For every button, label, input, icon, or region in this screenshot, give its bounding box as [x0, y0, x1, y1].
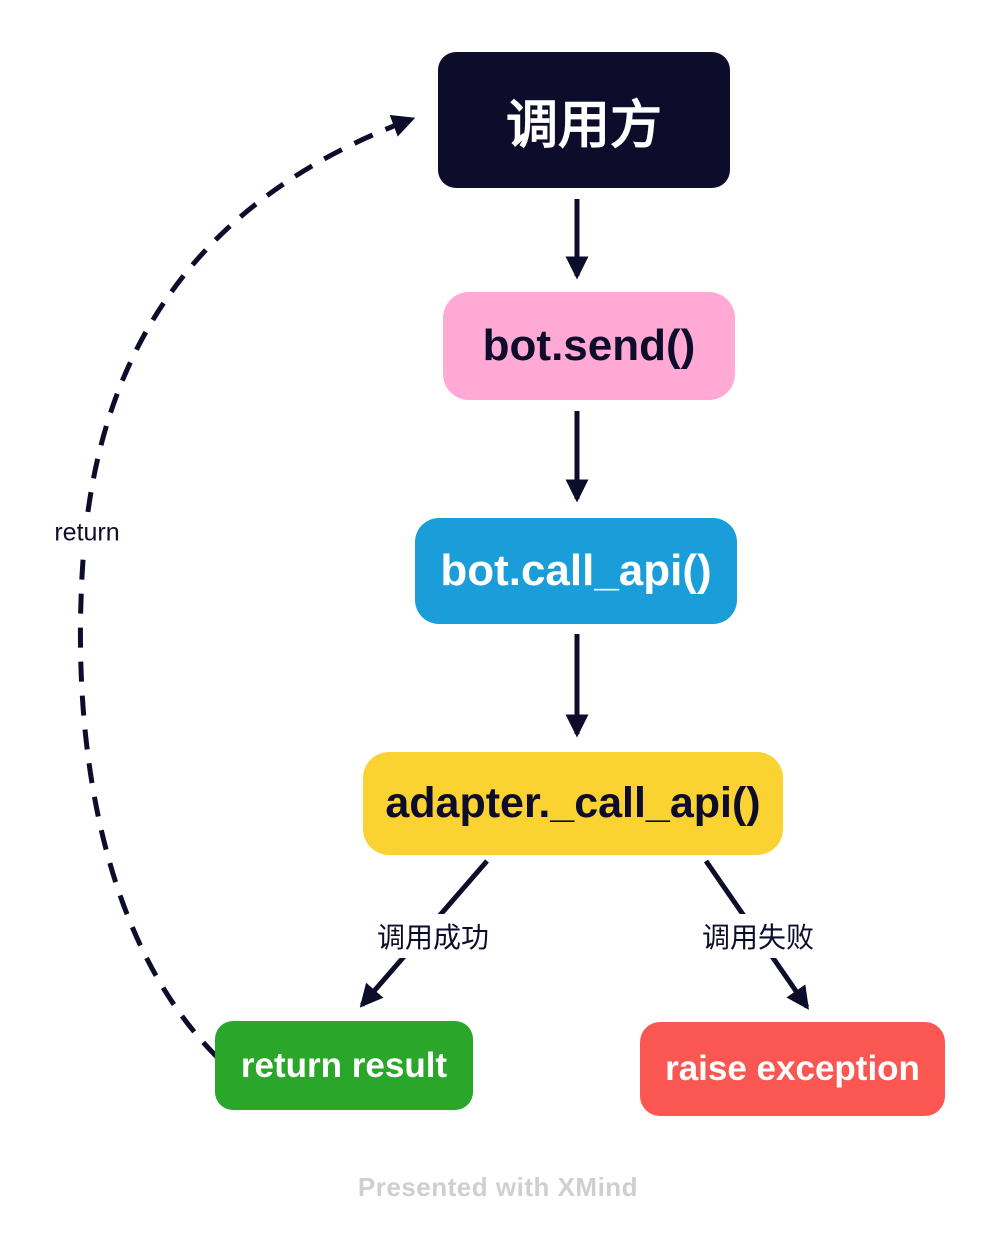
xmind-watermark: Presented with XMind [357, 1172, 639, 1202]
node-bot-send-label: bot.send() [482, 321, 696, 370]
node-bot-call-api[interactable]: bot.call_api() [415, 518, 737, 624]
node-raise-exception[interactable]: raise exception [640, 1022, 945, 1116]
node-bot-call-api-label: bot.call_api() [440, 546, 712, 595]
node-return-result[interactable]: return result [215, 1021, 473, 1110]
node-caller[interactable]: 调用方 [438, 52, 730, 188]
node-return-result-label: return result [240, 1045, 448, 1085]
edge-label-return[interactable]: return [48, 516, 126, 550]
node-adapter-call-api-label: adapter._call_api() [385, 779, 761, 827]
edge-label-call-success[interactable]: 调用成功 [370, 914, 496, 958]
edge-return-loop-dashed [77, 115, 416, 1059]
edge-label-call-failure[interactable]: 调用失败 [695, 914, 821, 958]
node-raise-exception-label: raise exception [665, 1049, 920, 1088]
node-adapter-call-api[interactable]: adapter._call_api() [363, 752, 783, 855]
node-caller-label: 调用方 [505, 96, 662, 155]
node-bot-send[interactable]: bot.send() [443, 292, 735, 400]
